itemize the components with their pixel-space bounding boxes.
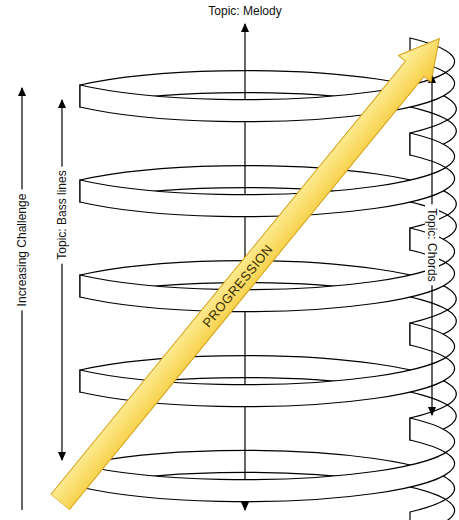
helix-back [80, 71, 456, 520]
bass-arrow [61, 100, 62, 460]
axis-label: Increasing Challenge [15, 190, 29, 311]
arrow-label: PROGRESSION [199, 241, 275, 330]
axis-label: Topic: Chords [425, 204, 439, 285]
axis-label: Topic: Bass lines [55, 166, 69, 263]
axis-label: Topic: Melody [204, 4, 285, 18]
arrow-outline [44, 25, 456, 515]
